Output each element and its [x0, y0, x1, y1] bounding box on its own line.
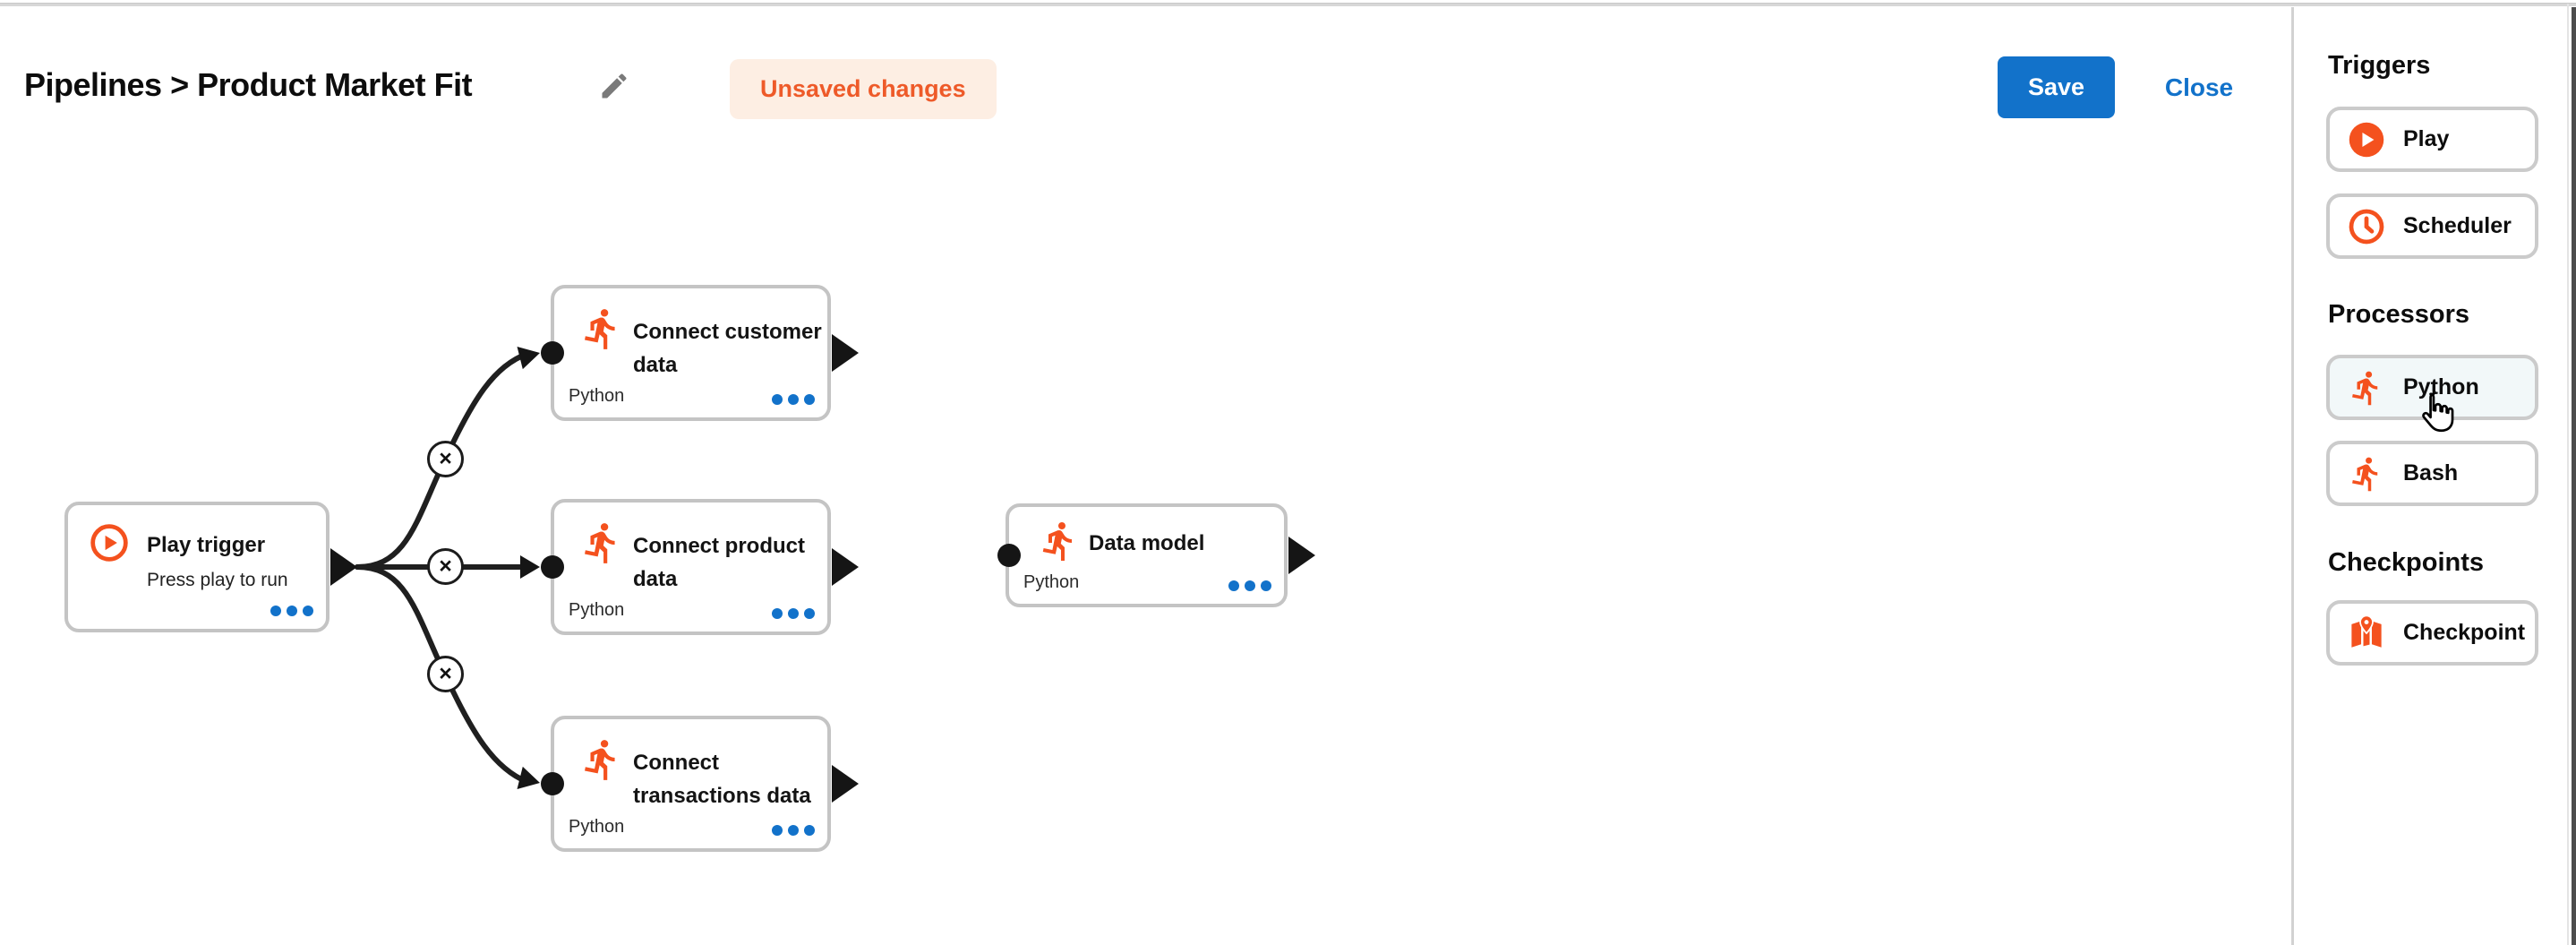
node-menu-dots[interactable] [1228, 580, 1271, 591]
unsaved-changes-badge: Unsaved changes [730, 59, 997, 119]
output-port-play-trigger[interactable] [330, 548, 357, 586]
edge-arrowhead [520, 555, 540, 579]
node-title: Connect customer data [633, 320, 822, 377]
scheduler-clock-icon [2348, 208, 2385, 245]
node-language-label: Python [569, 386, 625, 406]
x-icon: × [439, 554, 452, 579]
checkpoint-map-icon [2348, 614, 2385, 652]
node-menu-dots[interactable] [270, 606, 313, 616]
runner-icon [2348, 455, 2385, 493]
palette-item-label: Python [2403, 374, 2479, 399]
play-icon [2348, 121, 2385, 159]
section-heading-processors: Processors [2328, 300, 2469, 329]
edit-title-pencil-icon[interactable] [598, 70, 630, 102]
palette-item-bash[interactable]: Bash [2326, 441, 2538, 506]
section-heading-triggers: Triggers [2328, 51, 2431, 80]
output-port-connect-product-data[interactable] [832, 548, 859, 586]
node-subtitle: Press play to run [147, 570, 288, 590]
palette-item-scheduler[interactable]: Scheduler [2326, 193, 2538, 259]
save-button[interactable]: Save [1998, 56, 2115, 118]
palette-item-label: Checkpoint [2403, 620, 2526, 645]
palette-item-python[interactable]: Python [2326, 355, 2538, 420]
node-menu-dots[interactable] [772, 394, 815, 405]
node-title: Data model [1089, 531, 1205, 555]
page-title: Pipelines > Product Market Fit [24, 66, 473, 103]
node-language-label: Python [569, 817, 625, 837]
output-port-data-model[interactable] [1288, 537, 1315, 574]
play-circle-icon [90, 523, 129, 563]
delete-edge-button-transactions[interactable]: × [427, 656, 464, 692]
component-palette: Triggers Play Scheduler Processors [2291, 7, 2567, 945]
window-right-border [2567, 4, 2569, 945]
output-port-connect-transactions-data[interactable] [832, 765, 859, 803]
palette-item-label: Play [2403, 126, 2450, 151]
section-heading-checkpoints: Checkpoints [2328, 548, 2485, 577]
mouse-cursor-pointer [2422, 392, 2454, 433]
close-button[interactable]: Close [2154, 56, 2244, 118]
node-connect-transactions-data[interactable]: Connect transactions data Python [551, 716, 831, 852]
window-scrollbar[interactable] [2572, 7, 2576, 945]
node-play-trigger[interactable]: Play trigger Press play to run [64, 502, 329, 632]
node-menu-dots[interactable] [772, 825, 815, 836]
node-menu-dots[interactable] [772, 608, 815, 619]
palette-item-label: Bash [2403, 460, 2459, 485]
runner-icon [2348, 369, 2385, 407]
window-top-border [0, 3, 2576, 6]
python-runner-icon [1038, 520, 1081, 563]
node-title: Connect transactions data [633, 751, 811, 808]
x-icon: × [439, 661, 452, 686]
node-language-label: Python [1023, 572, 1080, 592]
node-title: Play trigger [147, 533, 266, 557]
output-port-connect-customer-data[interactable] [832, 334, 859, 372]
node-language-label: Python [569, 600, 625, 620]
palette-item-checkpoint[interactable]: Checkpoint [2326, 600, 2538, 666]
delete-edge-button-product[interactable]: × [427, 548, 464, 585]
python-runner-icon [579, 737, 624, 782]
x-icon: × [439, 446, 452, 471]
edge-arrowhead [517, 766, 540, 790]
palette-item-play[interactable]: Play [2326, 107, 2538, 172]
python-runner-icon [579, 520, 624, 565]
delete-edge-button-customer[interactable]: × [427, 441, 464, 477]
node-connect-customer-data[interactable]: Connect customer data Python [551, 285, 831, 421]
node-data-model[interactable]: Data model Python [1006, 503, 1288, 607]
palette-item-label: Scheduler [2403, 213, 2512, 238]
node-title: Connect product data [633, 534, 805, 591]
node-connect-product-data[interactable]: Connect product data Python [551, 499, 831, 635]
edge-arrowhead [517, 346, 540, 370]
python-runner-icon [579, 306, 624, 351]
